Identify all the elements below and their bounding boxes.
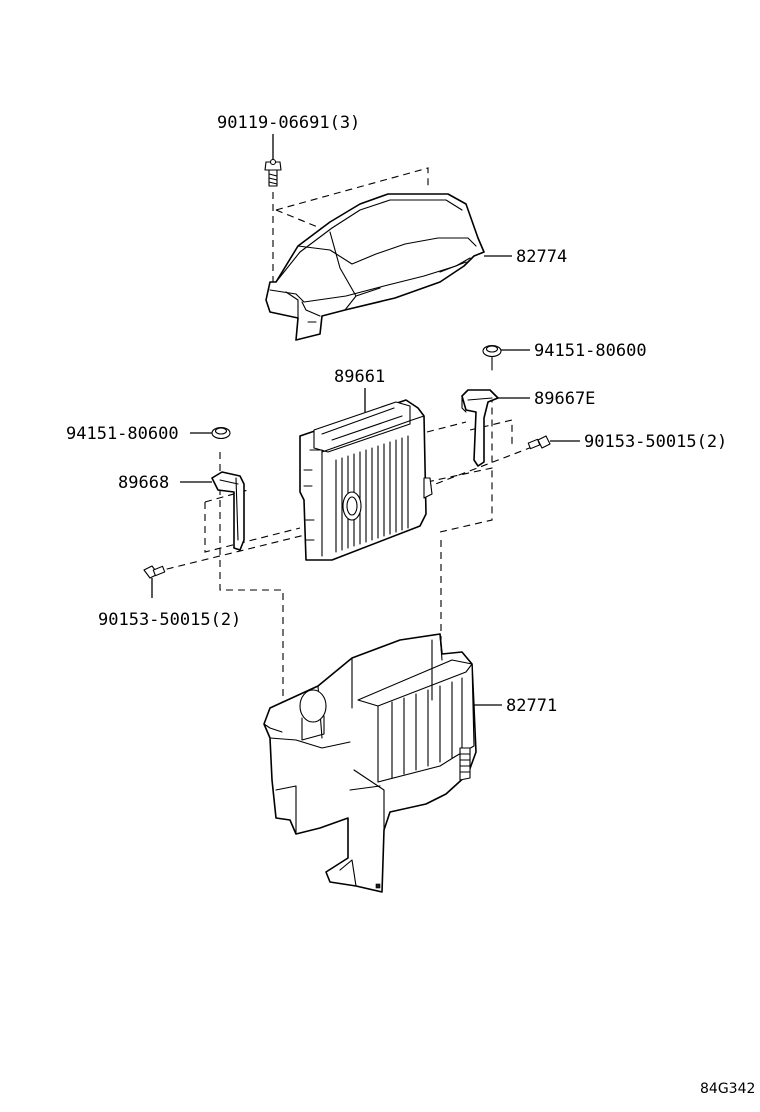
label-bolt-top: 90119-06691(3) [217,113,360,133]
cover-82774 [265,193,512,341]
bracket-89668 [180,471,245,551]
label-bracket-right: 89667E [534,389,595,409]
nut-94151-right [482,344,530,371]
label-cover: 82774 [516,247,567,267]
figure-code: 84G342 [700,1081,755,1097]
label-ecu: 89661 [334,367,385,387]
label-bracket-left: 89668 [118,473,169,493]
label-screw-left: 90153-50015(2) [98,610,241,630]
nut-94151-left [190,426,231,440]
bolt-90119 [264,134,282,187]
case-82771 [263,633,502,893]
label-nut-right: 94151-80600 [534,341,647,361]
ecu-89661 [299,388,433,561]
bracket-89667e [461,389,530,467]
part-labels: 90119-06691(3) 82774 94151-80600 89661 8… [66,113,755,1097]
label-case: 82771 [506,696,557,716]
screw-90153-right [527,435,580,450]
label-nut-left: 94151-80600 [66,424,179,444]
screw-90153-left [143,565,166,598]
label-screw-right: 90153-50015(2) [584,432,727,452]
